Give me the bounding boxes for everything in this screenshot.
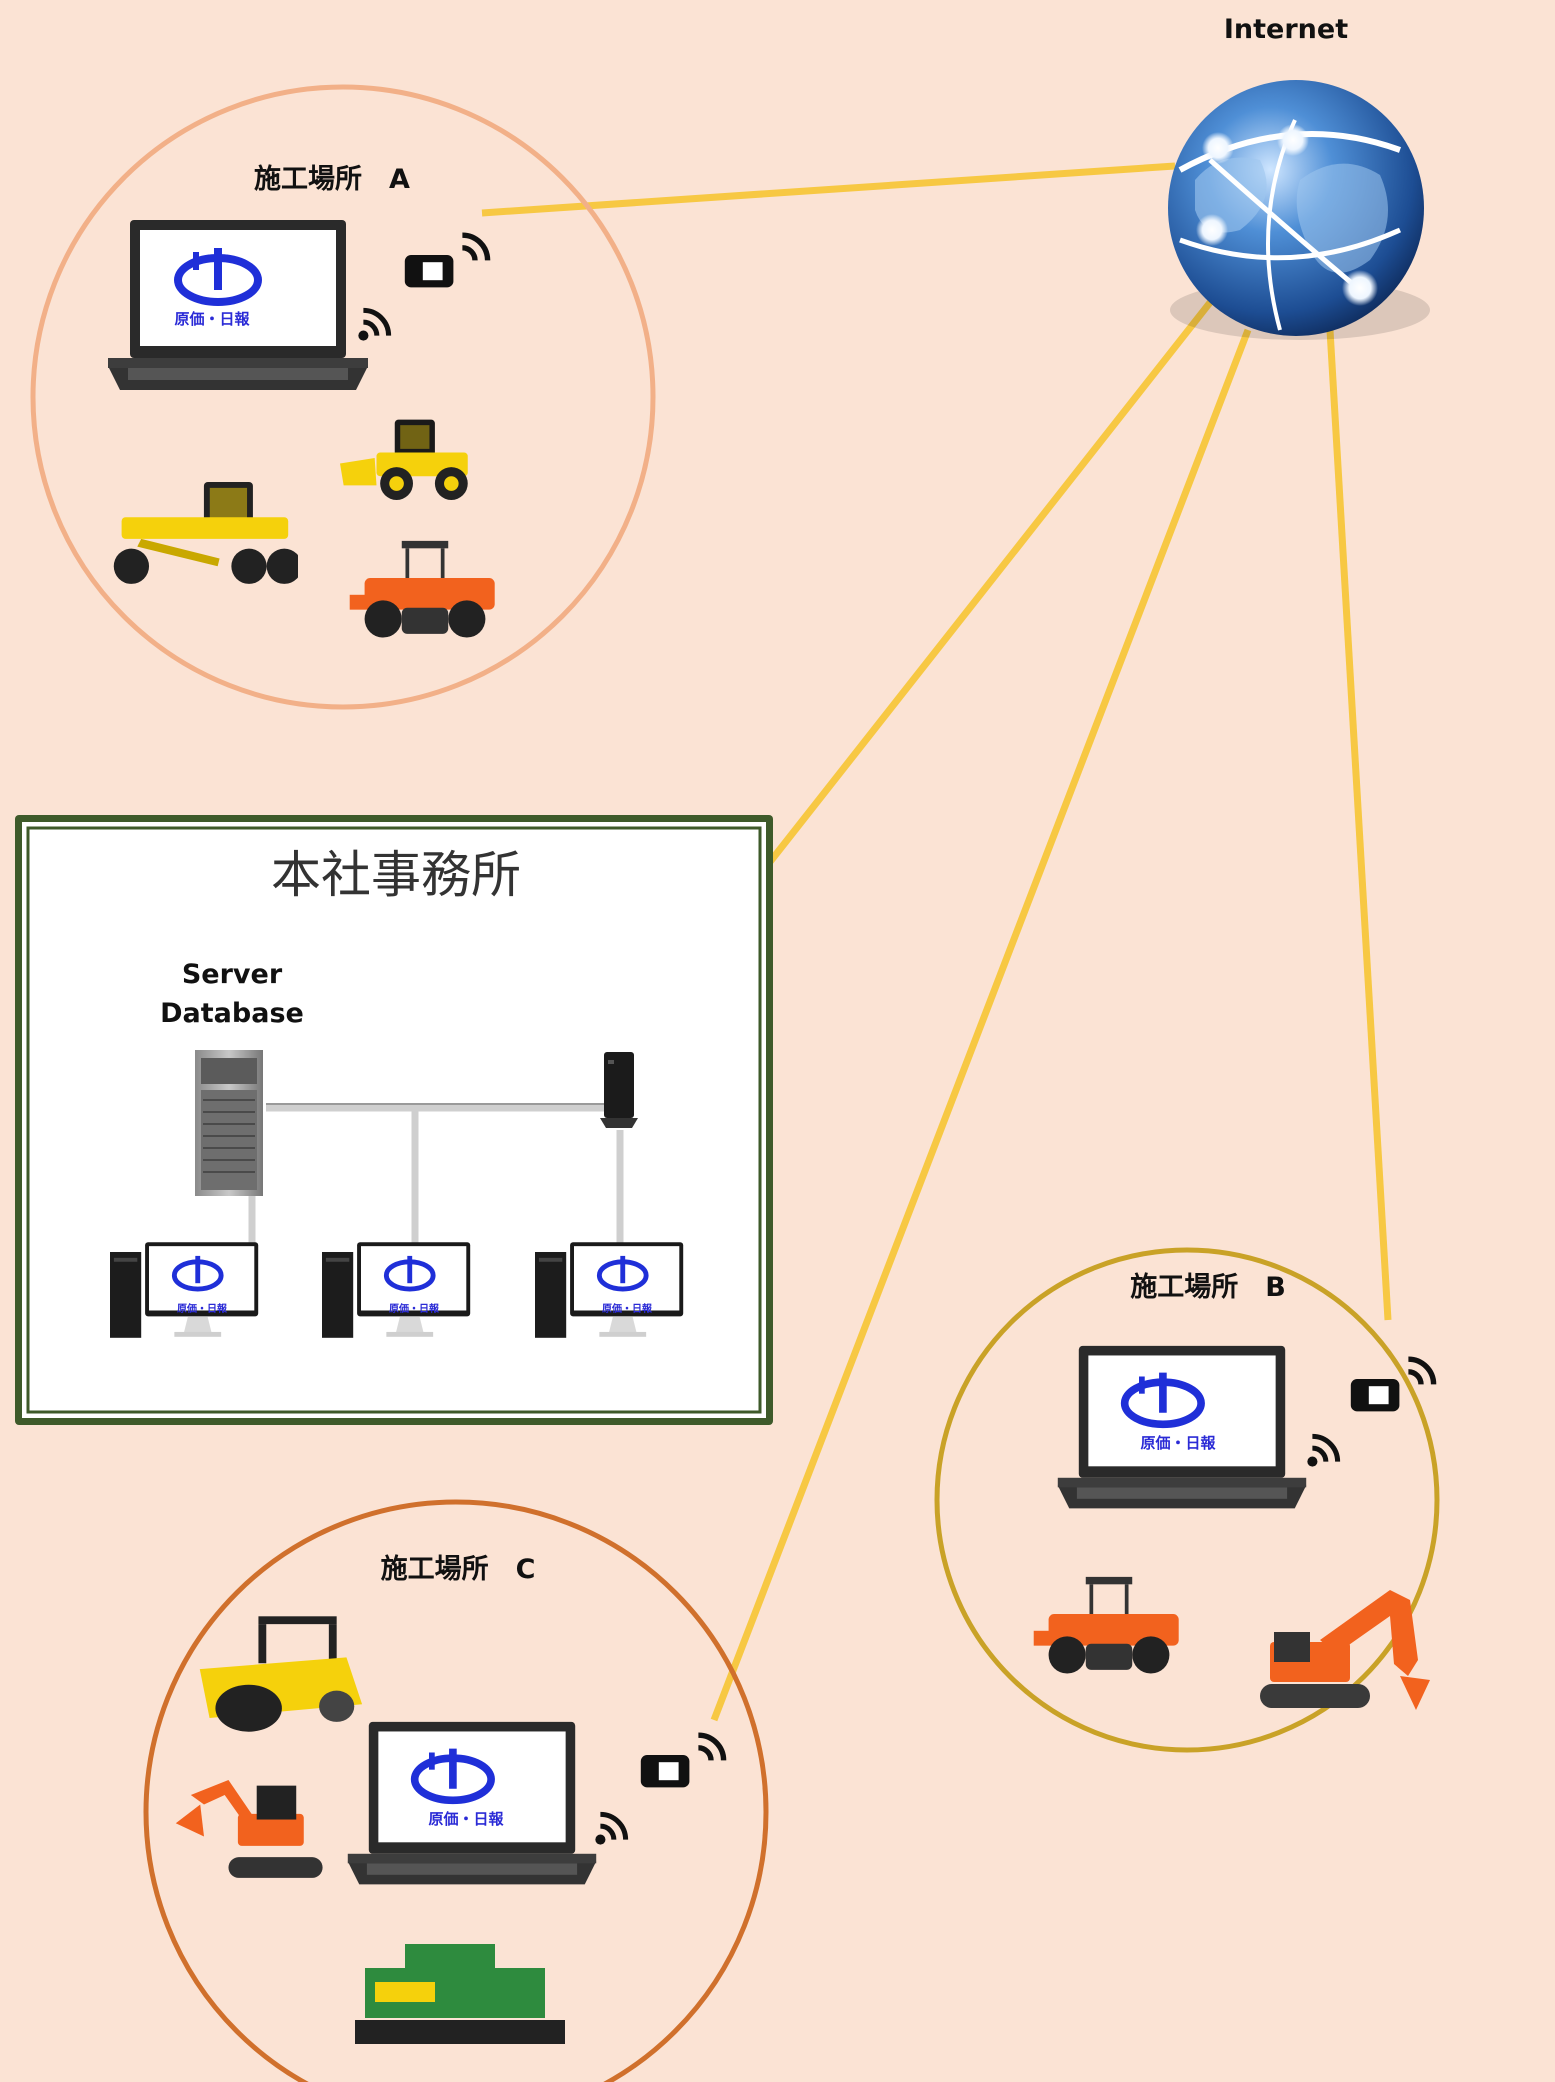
- wifi-icon: [595, 1814, 625, 1844]
- site-a-ring: [30, 84, 656, 710]
- internet-label: Internet: [1224, 14, 1348, 45]
- mini-excavator-icon: [175, 1780, 323, 1878]
- mobile-router-icon: [1351, 1359, 1434, 1411]
- app-caption: 原価・日報: [389, 1302, 440, 1315]
- app-caption: 原価・日報: [1140, 1434, 1216, 1452]
- site-a: 施工場所 A 原価・日報: [30, 84, 656, 710]
- server-label: Server: [182, 959, 283, 990]
- internet-globe-icon: [1168, 80, 1430, 340]
- site-a-label: 施工場所 A: [254, 164, 410, 195]
- server-tower-icon: [195, 1050, 263, 1196]
- database-label: Database: [160, 998, 304, 1029]
- drum-roller-icon: [199, 1616, 363, 1732]
- laptop-icon: [348, 1722, 596, 1884]
- tire-roller-icon: [1031, 1576, 1181, 1676]
- link-site-c: [710, 328, 1252, 1722]
- site-c-ring: [143, 1499, 769, 2082]
- motor-grader-icon: [113, 482, 298, 584]
- mobile-router-icon: [405, 235, 488, 287]
- tire-roller-icon: [347, 540, 497, 640]
- lan-cabling: [248, 1104, 624, 1250]
- headquarters-title: 本社事務所: [271, 846, 521, 904]
- wifi-icon: [358, 310, 388, 340]
- mobile-router-icon: [641, 1735, 724, 1787]
- site-b: 施工場所 B 原価・日報: [934, 1247, 1440, 1753]
- link-site-b: [1326, 329, 1392, 1321]
- hydraulic-excavator-icon: [1260, 1590, 1430, 1710]
- app-caption: 原価・日報: [428, 1810, 504, 1828]
- link-site-a: [481, 162, 1176, 217]
- laptop-icon: [1058, 1346, 1306, 1508]
- site-c: 施工場所 C 原価・日報: [143, 1499, 769, 2082]
- laptop-icon: [108, 220, 368, 390]
- site-b-label: 施工場所 B: [1130, 1272, 1286, 1303]
- app-caption: 原価・日報: [174, 310, 250, 328]
- network-router-icon: [600, 1052, 638, 1128]
- wheel-loader-icon: [340, 419, 468, 500]
- app-caption: 原価・日報: [177, 1302, 228, 1315]
- wifi-icon: [1307, 1436, 1337, 1466]
- site-c-label: 施工場所 C: [381, 1554, 536, 1585]
- app-caption: 原価・日報: [602, 1302, 653, 1315]
- asphalt-paver-icon: [355, 1944, 565, 2044]
- site-b-ring: [934, 1247, 1440, 1753]
- headquarters-office: 本社事務所 Server Database: [15, 815, 773, 1425]
